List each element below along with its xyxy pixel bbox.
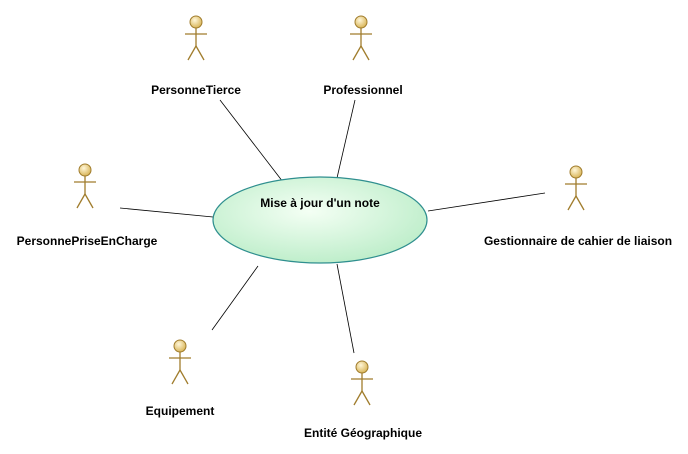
actor-label-entite-geographique: Entité Géographique xyxy=(303,426,423,440)
actor-icon-gestionnaire[interactable] xyxy=(564,165,588,211)
actor-icon-equipement[interactable] xyxy=(168,339,192,385)
actor-label-personne-prise-en-charge: PersonnePriseEnCharge xyxy=(16,234,158,248)
actor-icon-professionnel[interactable] xyxy=(349,15,373,61)
actor-label-professionnel: Professionnel xyxy=(323,83,403,97)
association-line-professionnel xyxy=(336,99,356,179)
use-case-ellipse[interactable] xyxy=(212,176,428,264)
actor-icon-personne-tierce[interactable] xyxy=(184,15,208,61)
association-line-personne-prise-en-charge xyxy=(119,207,214,218)
use-case-label: Mise à jour d'un note xyxy=(260,196,380,210)
actor-icon-personne-prise-en-charge[interactable] xyxy=(73,163,97,209)
association-line-personne-tierce xyxy=(219,99,284,183)
actor-label-personne-tierce: PersonneTierce xyxy=(151,83,241,97)
actor-label-equipement: Equipement xyxy=(145,404,215,418)
actor-icon-entite-geographique[interactable] xyxy=(350,360,374,406)
association-line-equipement xyxy=(211,265,259,331)
association-line-entite-geographique xyxy=(336,263,355,354)
association-line-gestionnaire xyxy=(427,192,546,212)
actor-label-gestionnaire: Gestionnaire de cahier de liaison xyxy=(483,234,673,248)
